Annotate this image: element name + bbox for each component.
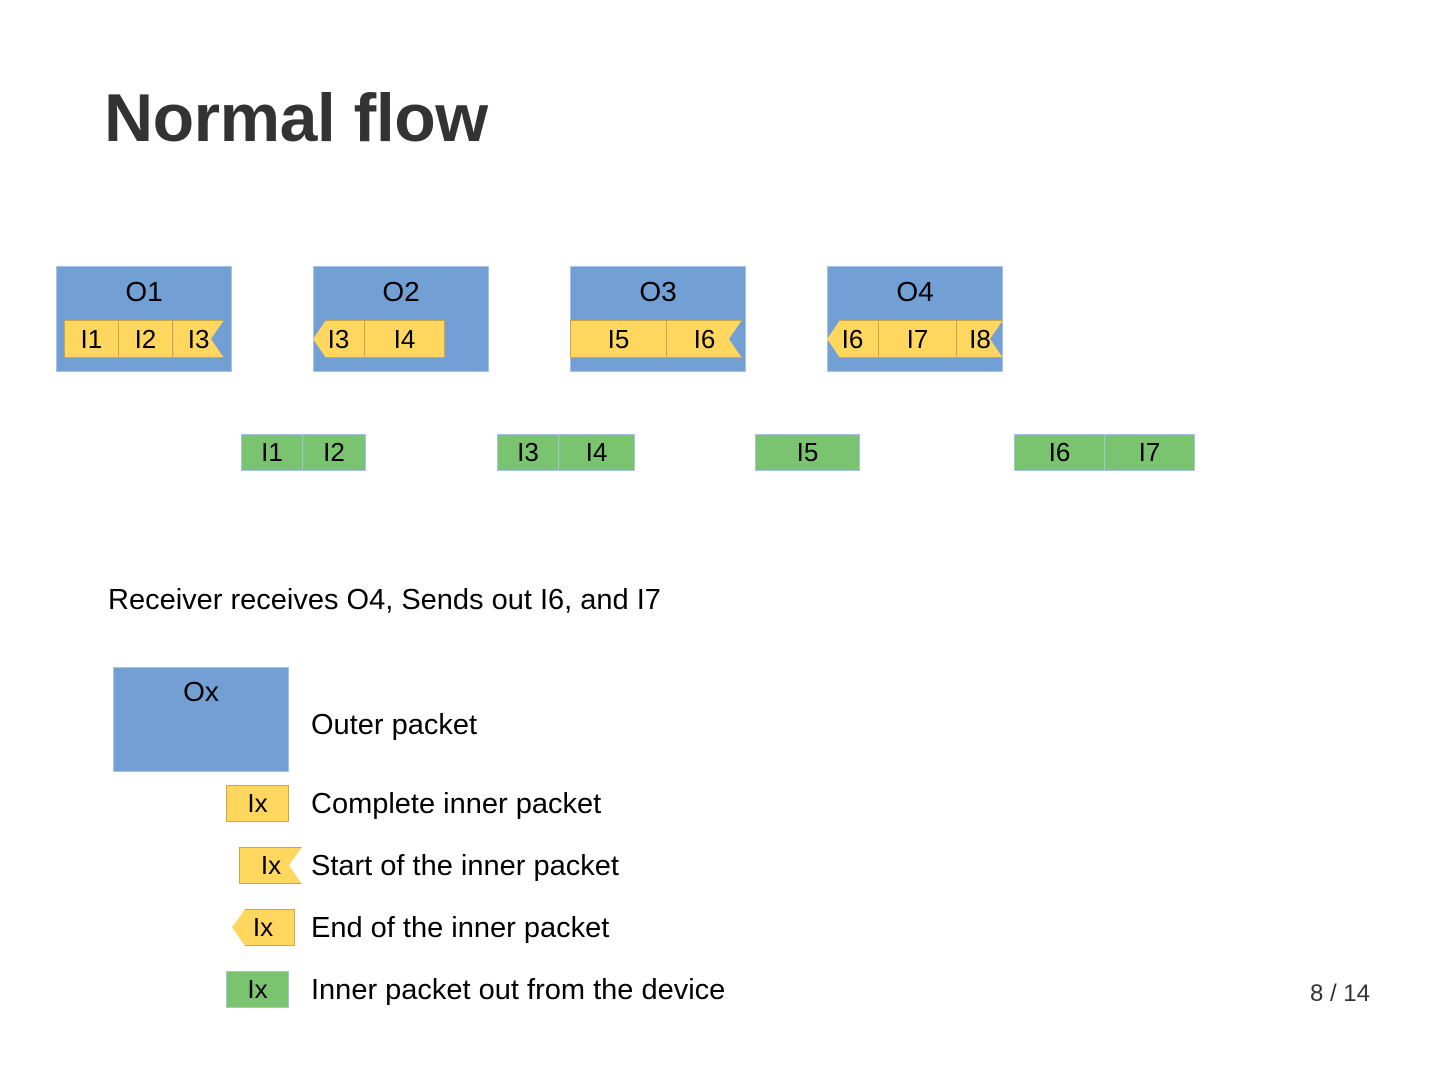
legend-label-complete-inner-packet: Complete inner packet bbox=[311, 788, 602, 820]
page-number: 8 / 14 bbox=[1309, 980, 1370, 1007]
inner-packet-cell: I4 bbox=[365, 320, 445, 358]
inner-packet-cell: I5 bbox=[570, 320, 667, 358]
emitted-packet-cell: I3 bbox=[497, 434, 559, 471]
outer-packet-label: O2 bbox=[382, 276, 420, 307]
legend-swatch-complete-inner-packet: Ix bbox=[226, 785, 289, 822]
inner-packet-cell: I6 bbox=[667, 320, 742, 358]
legend-label-end-of-inner-packet: End of the inner packet bbox=[311, 912, 610, 944]
legend-swatch-outer-label: Ox bbox=[183, 676, 219, 707]
page-title: Normal flow bbox=[104, 80, 488, 156]
emitted-packet-cell: I4 bbox=[559, 434, 635, 471]
legend-swatch-inner-packet-out: Ix bbox=[226, 971, 289, 1008]
inner-packet-cell: I7 bbox=[879, 320, 957, 358]
inner-packet-cell: I8 bbox=[957, 320, 1003, 358]
outer-packet-label: O1 bbox=[125, 276, 163, 307]
legend-swatch-start-of-inner-packet: Ix bbox=[239, 847, 302, 884]
inner-packet-cell: I3 bbox=[313, 320, 365, 358]
inner-packet-cell: I3 bbox=[173, 320, 224, 358]
emitted-packet-cell: I1 bbox=[241, 434, 303, 471]
emitted-packet-cell: I6 bbox=[1014, 434, 1105, 471]
inner-packet-cell: I2 bbox=[118, 320, 174, 358]
outer-packet-label: O3 bbox=[639, 276, 677, 307]
emitted-packet-cell: I7 bbox=[1105, 434, 1195, 471]
emitted-packet-group: I5 bbox=[755, 434, 860, 471]
legend-swatch-outer-packet: Ox bbox=[113, 667, 289, 772]
caption-text: Receiver receives O4, Sends out I6, and … bbox=[108, 584, 661, 616]
legend-label-start-of-inner-packet: Start of the inner packet bbox=[311, 850, 619, 882]
inner-packet-cell: I1 bbox=[64, 320, 119, 358]
emitted-packet-cell: I2 bbox=[303, 434, 366, 471]
legend-label-outer-packet: Outer packet bbox=[311, 709, 478, 741]
legend-swatch-end-of-inner-packet: Ix bbox=[232, 909, 295, 946]
inner-packet-cell: I6 bbox=[827, 320, 879, 358]
emitted-packet-cell: I5 bbox=[755, 434, 860, 471]
outer-packet-label: O4 bbox=[896, 276, 934, 307]
legend-label-inner-packet-out: Inner packet out from the device bbox=[311, 974, 726, 1006]
